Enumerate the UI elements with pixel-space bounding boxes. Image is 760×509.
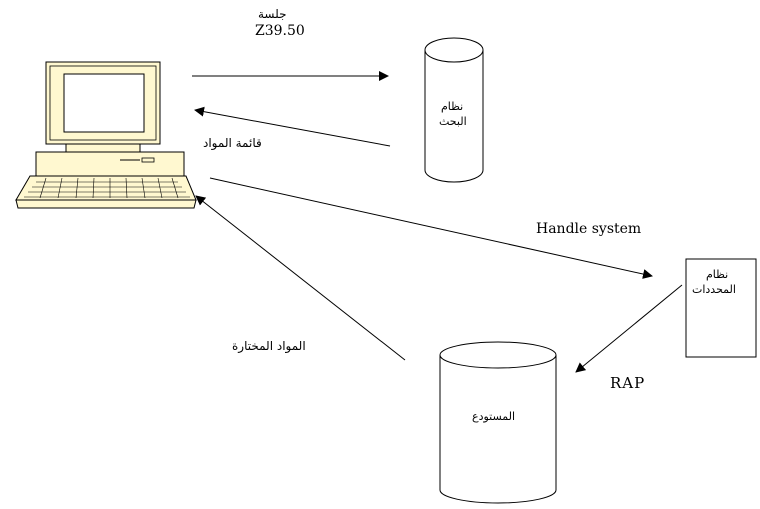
- selected-materials-label: المواد المختارة: [232, 339, 306, 353]
- arrow-repository-to-computer: [195, 195, 406, 361]
- desktop-computer-icon: [15, 61, 197, 209]
- handle-system-label: Handle system: [536, 221, 642, 237]
- identifiers-system-label-line1: نظام: [706, 268, 729, 281]
- identifiers-system-label-line2: المحددات: [692, 283, 736, 296]
- rap-label: RAP: [610, 374, 646, 392]
- arrow-identifiers-to-repository: [575, 284, 683, 373]
- repository-label: المستودع: [472, 410, 516, 423]
- search-system-database-icon: [424, 37, 484, 183]
- search-system-label-line2: البحث: [439, 115, 467, 128]
- identifiers-system-box: [685, 258, 757, 358]
- materials-list-label: قائمة المواد: [203, 136, 262, 150]
- arrow-computer-to-identifiers: [209, 177, 653, 279]
- arrow-search-to-computer: [194, 106, 391, 147]
- repository-database-icon: [439, 341, 557, 504]
- session-label: جلسة: [258, 7, 287, 21]
- search-system-label-line1: نظام: [441, 100, 464, 113]
- session-protocol-label: Z39.50: [255, 23, 305, 39]
